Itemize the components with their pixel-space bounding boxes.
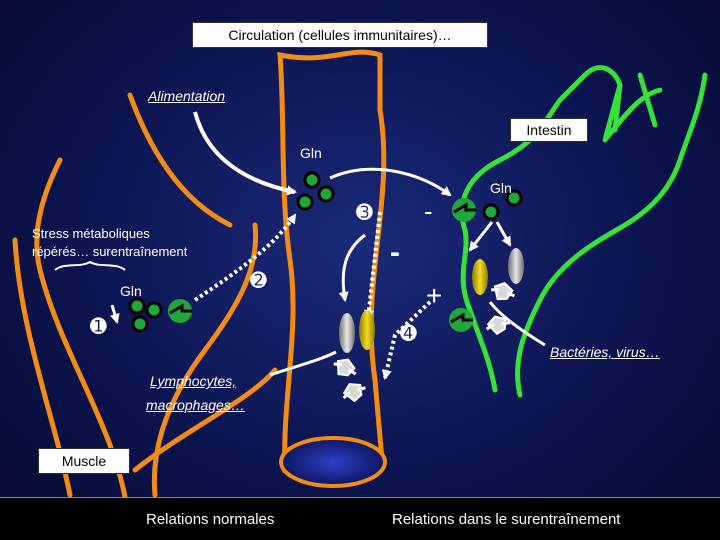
gln-dots-muscle xyxy=(128,297,163,333)
muscle-label: Muscle xyxy=(61,453,107,469)
stress-brace xyxy=(54,260,126,271)
overtraining-arrows xyxy=(193,211,432,380)
receptor-lower xyxy=(449,308,473,332)
immune-cells-intestine xyxy=(472,248,524,295)
receptor-muscle xyxy=(168,299,192,323)
gln-label-right: Gln xyxy=(490,180,512,196)
lymphocytes-label-line2: macrophages… xyxy=(146,397,245,413)
receptor-intestine xyxy=(452,198,476,222)
step-three-marker: ➌ xyxy=(356,202,373,224)
immune-cells-vessel xyxy=(339,310,375,353)
minus-sign-upper: - xyxy=(424,196,433,226)
step-four-marker: ➍ xyxy=(400,323,417,345)
intestin-box: Intestin xyxy=(510,118,588,142)
lymphocytes-label-line1: Lymphocytes, xyxy=(150,373,237,389)
bacteries-label: Bactéries, virus… xyxy=(550,344,660,360)
normal-arrows xyxy=(109,167,546,377)
intestin-label: Intestin xyxy=(526,122,572,138)
step-one-marker: ➊ xyxy=(90,316,107,338)
circulation-title-box: Circulation (cellules immunitaires)… xyxy=(192,22,488,48)
pathogen-group xyxy=(333,281,516,403)
muscle-box: Muscle xyxy=(38,448,130,474)
circulation-title: Circulation (cellules immunitaires)… xyxy=(228,27,452,43)
intestine-outline xyxy=(459,65,708,398)
step-two-marker: ➋ xyxy=(250,270,267,292)
stress-label-line1: Stress métaboliques xyxy=(32,226,150,241)
alimentation-arrow xyxy=(193,111,297,196)
gln-label-left: Gln xyxy=(120,283,142,299)
stress-label-line2: répérés… surentraînement xyxy=(32,244,188,259)
legend-bar: Relations normales Relations dans le sur… xyxy=(0,497,720,540)
gln-dots-vessel xyxy=(296,171,335,211)
plus-sign: + xyxy=(426,280,443,311)
legend-training-label: Relations dans le surentraînement xyxy=(392,511,621,528)
blood-vessel xyxy=(277,49,387,488)
vessel-lumen xyxy=(279,436,387,488)
gln-label-top: Gln xyxy=(300,145,322,161)
alimentation-label: Alimentation xyxy=(148,88,226,104)
gln-dots-intestine xyxy=(482,189,523,221)
muscle-outline xyxy=(12,92,278,500)
minus-sign-lower: - xyxy=(390,236,400,269)
legend-normal-label: Relations normales xyxy=(146,511,275,528)
